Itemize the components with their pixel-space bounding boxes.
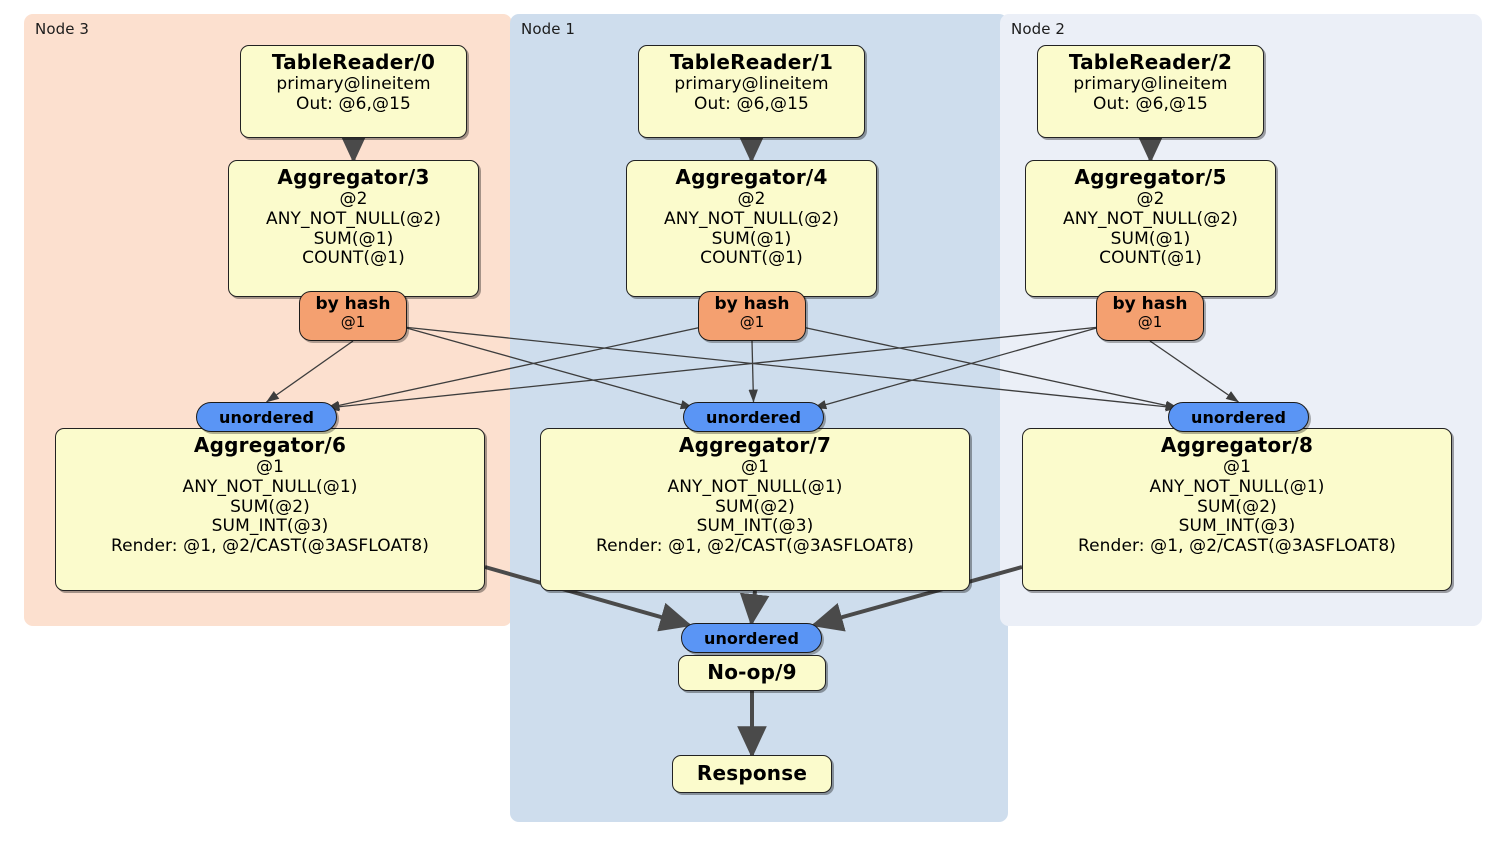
processor-detail-line: ANY_NOT_NULL(@2) <box>1063 208 1238 229</box>
processor-title: No-op/9 <box>707 659 797 684</box>
processor-detail-line: Out: @6,@15 <box>1093 93 1208 114</box>
processor-detail-line: ANY_NOT_NULL(@2) <box>266 208 441 229</box>
processor-detail-line: COUNT(@1) <box>1099 248 1202 269</box>
processor-title: TableReader/0 <box>271 50 436 74</box>
hash-router-column: @1 <box>1137 313 1163 332</box>
stream-unordered-left[interactable]: unordered <box>196 402 337 432</box>
processor-detail-line: @1 <box>255 457 285 478</box>
processor-detail-line: Render: @1, @2/CAST(@3ASFLOAT8) <box>1077 536 1397 557</box>
hash-router-column: @1 <box>739 313 765 332</box>
processor-detail-line: @1 <box>1222 457 1252 478</box>
processor-detail-line: SUM(@1) <box>711 228 792 249</box>
processor-title: Aggregator/8 <box>1160 433 1314 457</box>
processor-title: Aggregator/7 <box>678 433 832 457</box>
processor-title: Response <box>696 760 808 785</box>
processor-detail-line: Render: @1, @2/CAST(@3ASFLOAT8) <box>595 536 915 557</box>
processor-title: Aggregator/3 <box>277 165 430 189</box>
node-panel-label-node1: Node 1 <box>521 20 576 38</box>
processor-detail-line: Render: @1, @2/CAST(@3ASFLOAT8) <box>110 536 430 557</box>
processor-title: TableReader/1 <box>669 50 834 74</box>
processor-title: Aggregator/5 <box>1074 165 1227 189</box>
processor-detail-line: SUM(@1) <box>1110 228 1191 249</box>
processor-detail-line: SUM_INT(@3) <box>211 516 329 537</box>
processor-detail-line: SUM(@1) <box>313 228 394 249</box>
processor-title: Aggregator/6 <box>193 433 347 457</box>
processor-detail-line: ANY_NOT_NULL(@1) <box>182 476 358 497</box>
processor-detail-line: SUM(@2) <box>230 496 310 517</box>
processor-title: TableReader/2 <box>1068 50 1233 74</box>
processor-detail-line: primary@lineitem <box>276 74 431 95</box>
processor-detail-line: COUNT(@1) <box>700 248 803 269</box>
processor-detail-line: @2 <box>737 189 766 210</box>
processor-detail-line: COUNT(@1) <box>302 248 405 269</box>
hash-router-label: by hash <box>1112 294 1188 314</box>
processor-detail-line: SUM_INT(@3) <box>1178 516 1296 537</box>
hash-router-byhash3[interactable]: by hash@1 <box>299 291 407 341</box>
processor-detail-line: ANY_NOT_NULL(@1) <box>1149 476 1325 497</box>
hash-router-byhash5[interactable]: by hash@1 <box>1096 291 1204 341</box>
hash-router-column: @1 <box>340 313 366 332</box>
node-panel-label-node2: Node 2 <box>1011 20 1066 38</box>
processor-detail-line: @2 <box>339 189 368 210</box>
processor-detail-line: SUM(@2) <box>1197 496 1277 517</box>
stream-unordered-center[interactable]: unordered <box>683 402 824 432</box>
processor-detail-line: @2 <box>1136 189 1165 210</box>
processor-detail-line: ANY_NOT_NULL(@1) <box>667 476 843 497</box>
hash-router-byhash4[interactable]: by hash@1 <box>698 291 806 341</box>
processor-detail-line: Out: @6,@15 <box>296 93 411 114</box>
processor-detail-line: ANY_NOT_NULL(@2) <box>664 208 839 229</box>
processor-detail-line: Out: @6,@15 <box>694 93 809 114</box>
processor-detail-line: @1 <box>740 457 770 478</box>
processor-title: Aggregator/4 <box>675 165 828 189</box>
processor-box-noop9[interactable]: No-op/9 <box>678 655 826 691</box>
hash-router-label: by hash <box>714 294 790 314</box>
stream-unordered-final[interactable]: unordered <box>681 623 822 653</box>
processor-detail-line: SUM_INT(@3) <box>696 516 814 537</box>
hash-router-label: by hash <box>315 294 391 314</box>
node-panel-label-node3: Node 3 <box>35 20 90 38</box>
stream-unordered-right[interactable]: unordered <box>1168 402 1309 432</box>
processor-box-response[interactable]: Response <box>672 755 832 793</box>
processor-detail-line: primary@lineitem <box>674 74 829 95</box>
processor-detail-line: primary@lineitem <box>1073 74 1228 95</box>
processor-detail-line: SUM(@2) <box>715 496 795 517</box>
